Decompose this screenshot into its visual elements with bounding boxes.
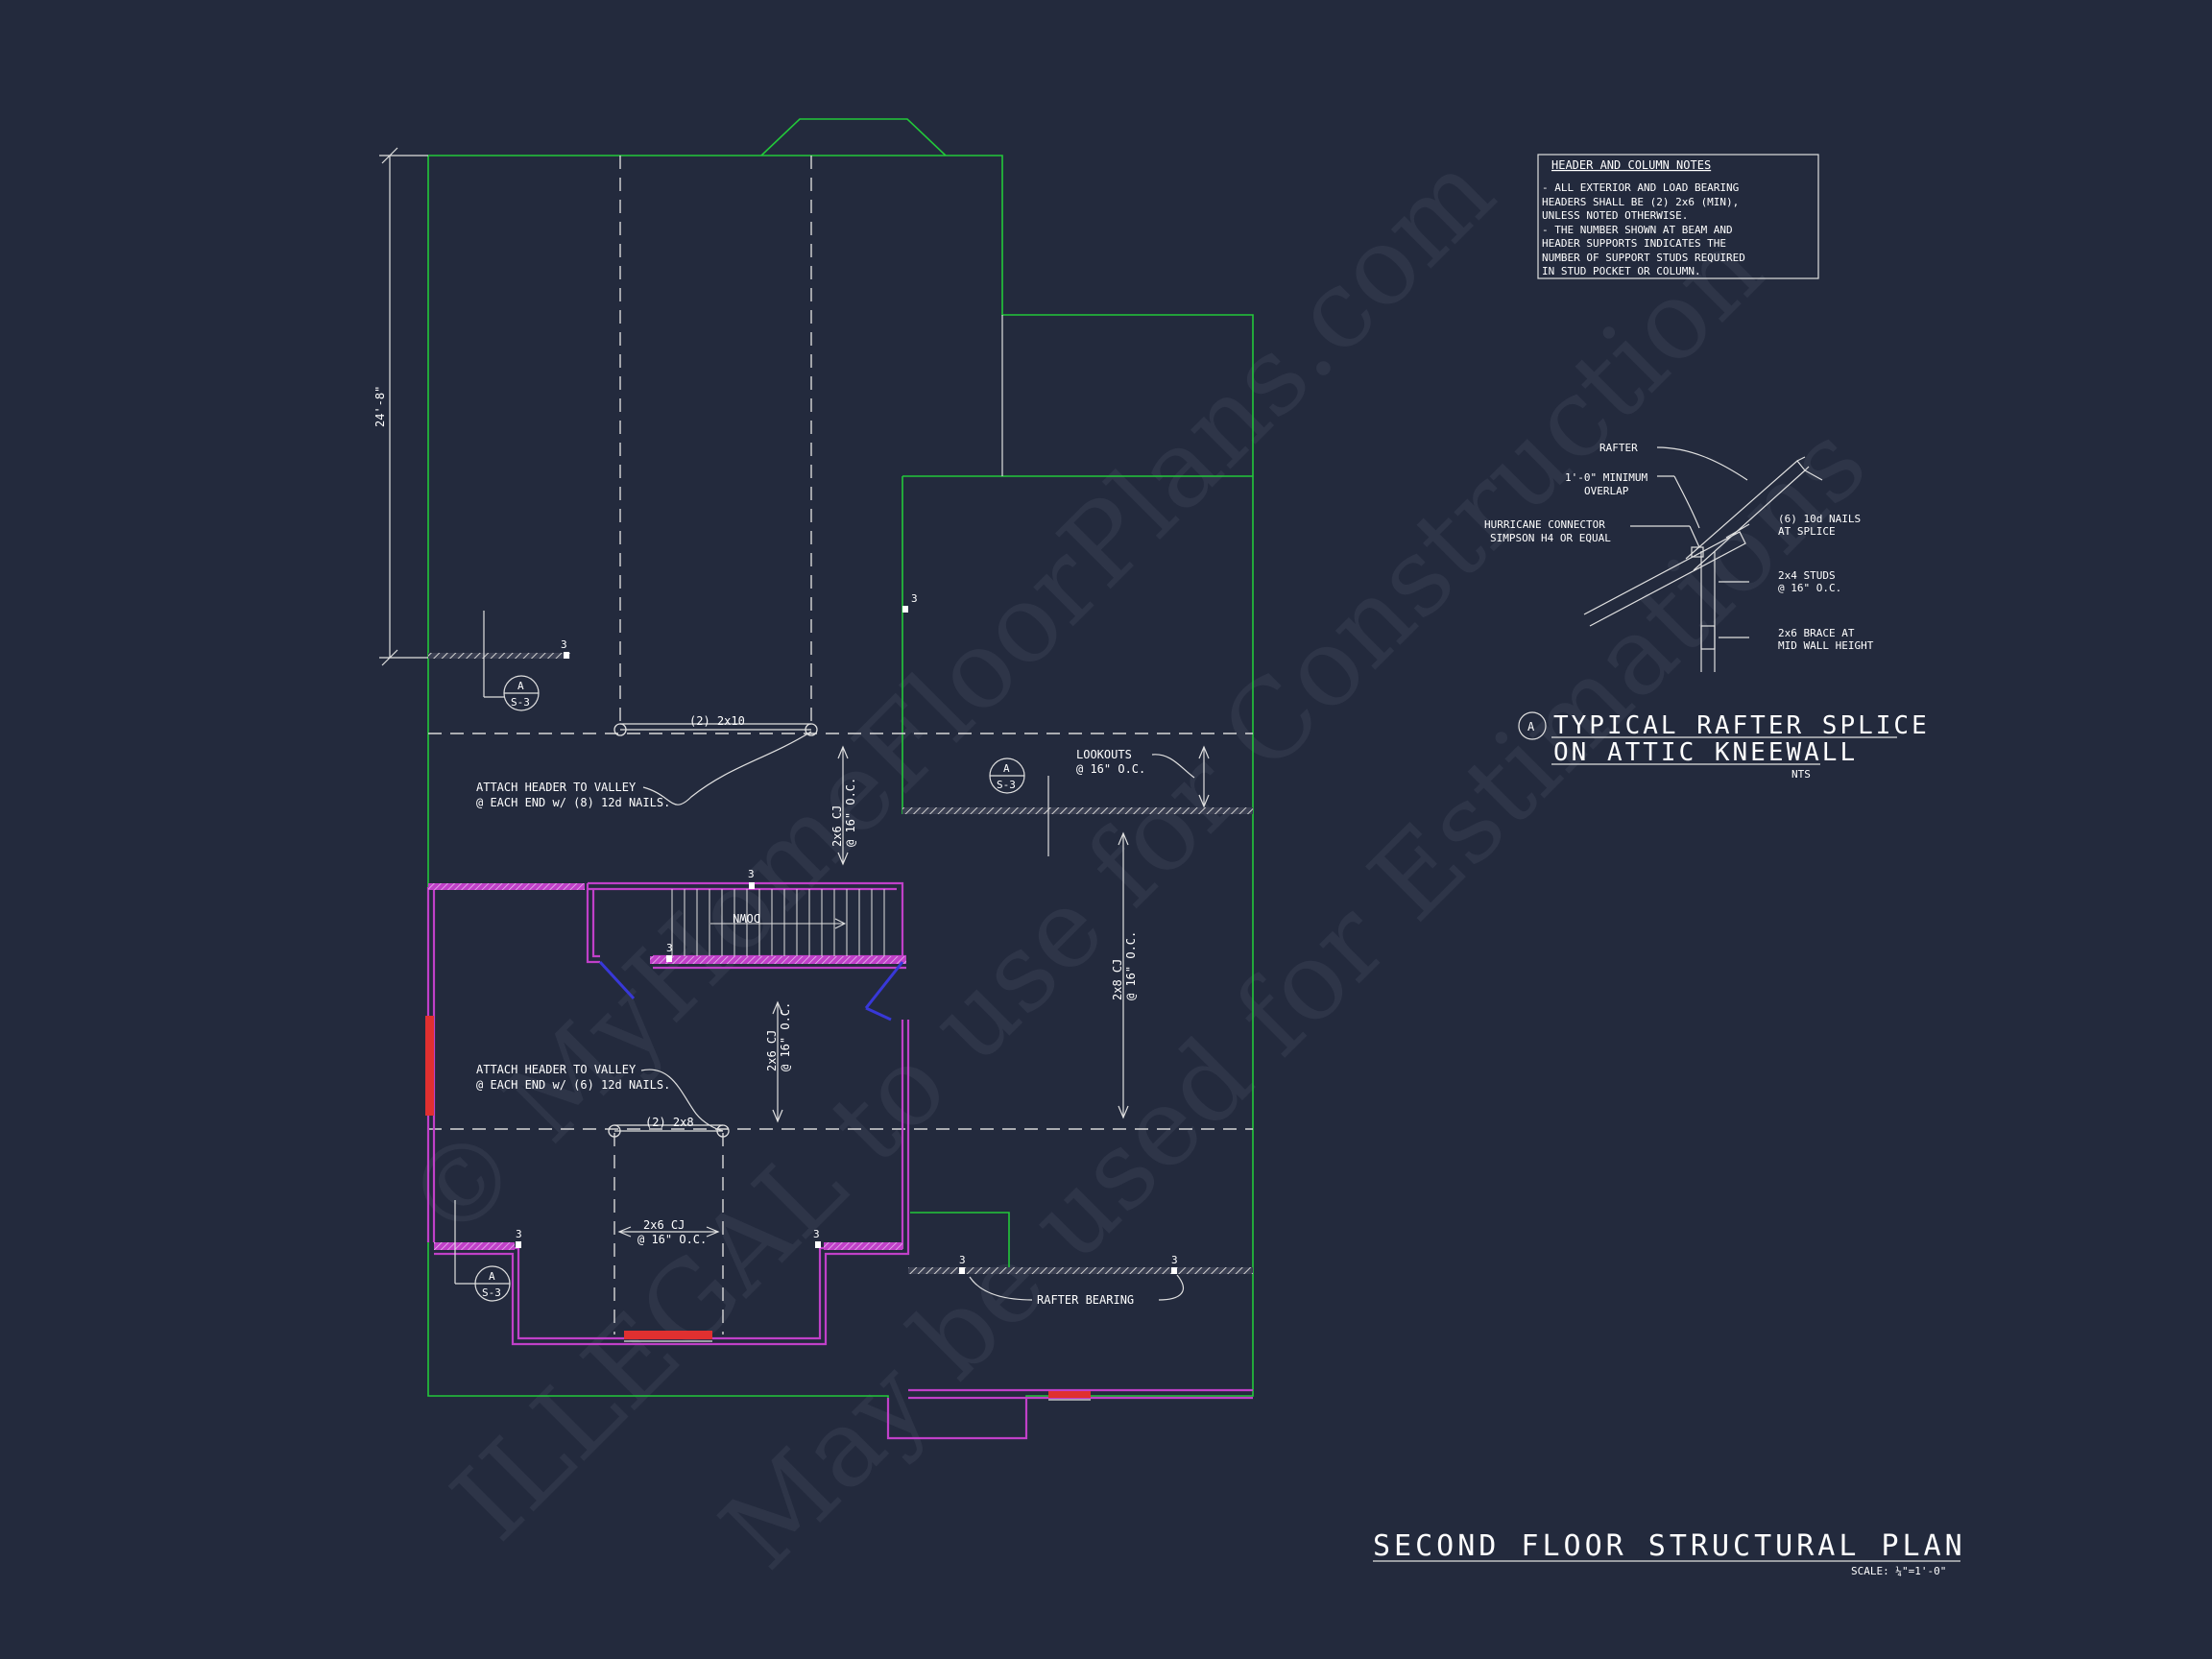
support-count-5: 3 xyxy=(516,1228,522,1240)
cj-a-line-2: @ 16" O.C. xyxy=(844,778,857,847)
stair-label: DOWN xyxy=(733,911,760,925)
sheet-title: SECOND FLOOR STRUCTURAL PLAN xyxy=(1373,1529,1966,1563)
beam-mid-label: (2) 2x8 xyxy=(645,1116,694,1129)
window-sills xyxy=(624,1340,1091,1401)
cj-d-line-1: 2x6 CJ xyxy=(643,1218,685,1232)
dimension-label: 24'-8" xyxy=(373,386,387,427)
notes-line-2: HEADERS SHALL BE (2) 2x6 (MIN), xyxy=(1542,196,1739,208)
cj-c-line-2: @ 16" O.C. xyxy=(779,1002,792,1071)
detail-rafter-label: RAFTER xyxy=(1599,442,1638,454)
attach-note-2-line-1: ATTACH HEADER TO VALLEY xyxy=(476,1063,637,1076)
cj-b-line-1: 2x8 CJ xyxy=(1111,959,1124,1000)
attach-note-1-line-2: @ EACH END w/ (8) 12d NAILS. xyxy=(476,796,670,809)
lookouts-line-2: @ 16" O.C. xyxy=(1076,762,1145,776)
detail-connector-line-1: HURRICANE CONNECTOR xyxy=(1484,518,1605,531)
detail-marker: A xyxy=(1527,720,1535,733)
attach-note-2: ATTACH HEADER TO VALLEY @ EACH END w/ (6… xyxy=(476,1063,724,1132)
cj-d-line-2: @ 16" O.C. xyxy=(637,1233,707,1246)
angled-door-jambs xyxy=(598,960,904,1022)
support-markers: 3 3 3 3 3 3 3 3 xyxy=(516,592,1178,1274)
beam-top: (2) 2x10 xyxy=(613,714,818,736)
support-count-6: 3 xyxy=(813,1228,820,1240)
section-3-letter: A xyxy=(489,1270,495,1283)
section-marker-2: A S-3 xyxy=(989,757,1049,856)
detail-overlap-line-1: 1'-0" MINIMUM xyxy=(1565,471,1647,484)
detail-brace-line-2: MID WALL HEIGHT xyxy=(1778,639,1874,652)
section-3-sheet: S-3 xyxy=(482,1286,501,1299)
roof-outline xyxy=(427,118,1254,1439)
beam-mid: (2) 2x8 xyxy=(608,1116,730,1138)
cj-b-line-2: @ 16" O.C. xyxy=(1124,931,1138,1000)
section-marker-3: A S-3 xyxy=(454,1200,511,1302)
bearing-walls xyxy=(428,653,1253,1274)
beam-top-label: (2) 2x10 xyxy=(689,714,745,728)
attach-note-1-line-1: ATTACH HEADER TO VALLEY xyxy=(476,781,637,794)
detail-nails-line-1: (6) 10d NAILS xyxy=(1778,513,1861,525)
support-count-2: 3 xyxy=(911,592,918,605)
detail-studs-line-2: @ 16" O.C. xyxy=(1778,582,1841,594)
support-count-4: 3 xyxy=(666,942,673,954)
sheet-title-block: SECOND FLOOR STRUCTURAL PLAN SCALE: ¼"=1… xyxy=(1373,1529,1966,1577)
section-2-sheet: S-3 xyxy=(997,779,1016,791)
attach-note-2-line-2: @ EACH END w/ (6) 12d NAILS. xyxy=(476,1078,670,1092)
detail-scale: NTS xyxy=(1791,768,1811,781)
notes-line-3: UNLESS NOTED OTHERWISE. xyxy=(1542,209,1688,222)
notes-line-1: - ALL EXTERIOR AND LOAD BEARING xyxy=(1542,181,1739,194)
lookouts-line-1: LOOKOUTS xyxy=(1076,748,1132,761)
support-count-1: 3 xyxy=(561,638,567,651)
valley-lines xyxy=(428,156,1253,1334)
lookouts-callout: LOOKOUTS @ 16" O.C. xyxy=(1076,745,1210,808)
rafter-bearing-label: RAFTER BEARING xyxy=(1037,1293,1134,1307)
rafter-splice-detail: RAFTER 1'-0" MINIMUM OVERLAP HURRICANE C… xyxy=(1484,442,1874,672)
cj-callout-d: 2x6 CJ @ 16" O.C. xyxy=(617,1218,720,1246)
notes-line-6: NUMBER OF SUPPORT STUDS REQUIRED xyxy=(1542,252,1745,264)
section-1-sheet: S-3 xyxy=(511,696,530,709)
section-marker-1: A S-3 xyxy=(483,611,540,711)
notes-line-5: HEADER SUPPORTS INDICATES THE xyxy=(1542,237,1726,250)
windows xyxy=(425,1016,1091,1398)
detail-nails-line-2: AT SPLICE xyxy=(1778,525,1836,538)
cj-a-line-1: 2x6 CJ xyxy=(830,805,844,847)
hatched-walls xyxy=(428,883,906,1250)
detail-brace-line-1: 2x6 BRACE AT xyxy=(1778,627,1855,639)
notes-title: HEADER AND COLUMN NOTES xyxy=(1551,158,1711,172)
notes-line-7: IN STUD POCKET OR COLUMN. xyxy=(1542,265,1701,277)
support-count-7: 3 xyxy=(959,1254,966,1266)
attach-note-1: ATTACH HEADER TO VALLEY @ EACH END w/ (8… xyxy=(476,731,812,809)
stair: DOWN xyxy=(671,889,885,956)
section-2-letter: A xyxy=(1003,762,1010,775)
sheet-scale: SCALE: ¼"=1'-0" xyxy=(1851,1565,1946,1577)
detail-studs-line-1: 2x4 STUDS xyxy=(1778,569,1836,582)
header-column-notes: HEADER AND COLUMN NOTES - ALL EXTERIOR A… xyxy=(1537,154,1819,279)
detail-title-1: TYPICAL RAFTER SPLICE xyxy=(1553,711,1930,740)
detail-title-block: A TYPICAL RAFTER SPLICE ON ATTIC KNEEWAL… xyxy=(1518,711,1930,781)
section-1-letter: A xyxy=(517,680,524,692)
rafter-bearing-callout: RAFTER BEARING xyxy=(969,1274,1184,1307)
watermark-line-3: May be used for Estimations xyxy=(698,400,1890,1593)
detail-overlap-line-2: OVERLAP xyxy=(1584,485,1629,497)
notes-line-4: - THE NUMBER SHOWN AT BEAM AND xyxy=(1542,224,1733,236)
support-count-8: 3 xyxy=(1171,1254,1178,1266)
detail-connector-line-2: SIMPSON H4 OR EQUAL xyxy=(1490,532,1611,544)
cj-c-line-1: 2x6 CJ xyxy=(765,1030,779,1071)
overall-dimension: 24'-8" xyxy=(373,147,428,666)
support-count-3: 3 xyxy=(748,868,755,880)
detail-title-2: ON ATTIC KNEEWALL xyxy=(1553,738,1858,767)
cj-callout-a: 2x6 CJ @ 16" O.C. xyxy=(830,745,857,866)
watermark: © MyHomeFloorPlans.com ILLEGAL to use fo… xyxy=(381,130,1890,1593)
cj-callout-b: 2x8 CJ @ 16" O.C. xyxy=(1111,831,1138,1119)
cj-callout-c: 2x6 CJ @ 16" O.C. xyxy=(765,1000,792,1123)
watermark-line-2: ILLEGAL to use for Construction xyxy=(429,206,1787,1564)
